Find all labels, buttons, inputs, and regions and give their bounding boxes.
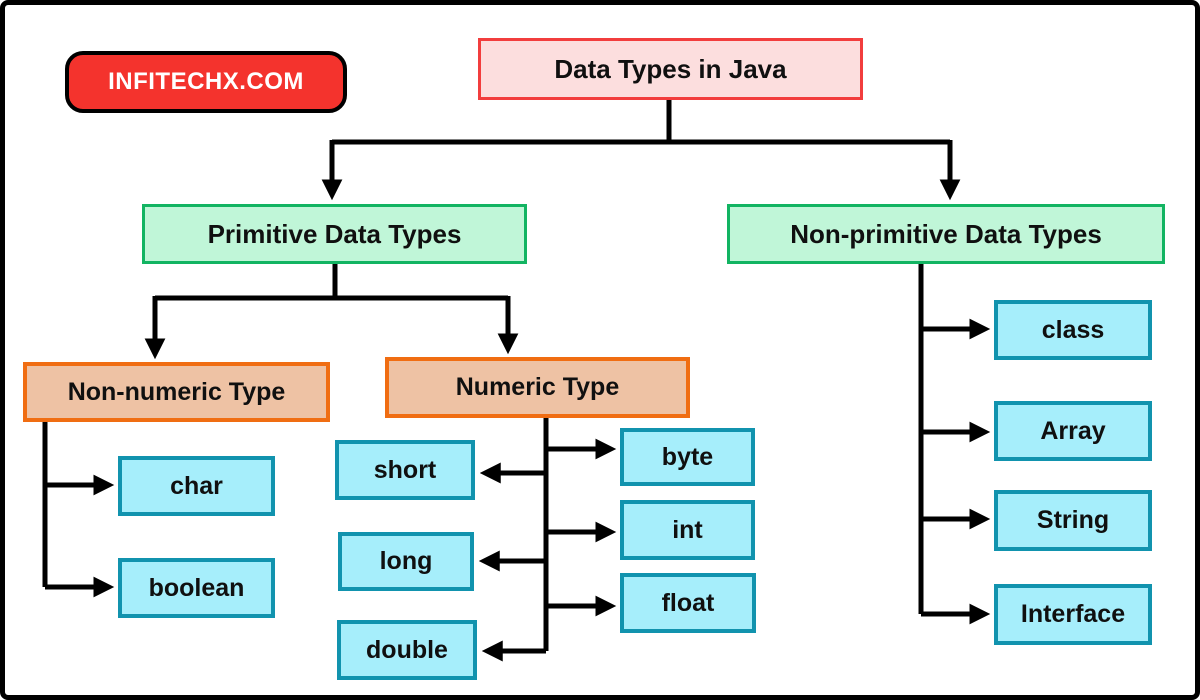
node-short: short bbox=[335, 440, 475, 500]
node-array: Array bbox=[994, 401, 1152, 461]
node-interface: Interface bbox=[994, 584, 1152, 645]
node-numeric-type: Numeric Type bbox=[385, 357, 690, 418]
node-byte: byte bbox=[620, 428, 755, 486]
node-non-numeric-type: Non-numeric Type bbox=[23, 362, 330, 422]
site-badge: INFITECHX.COM bbox=[65, 51, 347, 113]
node-long: long bbox=[338, 532, 474, 591]
node-char: char bbox=[118, 456, 275, 516]
node-string: String bbox=[994, 490, 1152, 551]
node-non-primitive-data-types: Non-primitive Data Types bbox=[727, 204, 1165, 264]
node-class: class bbox=[994, 300, 1152, 360]
node-float: float bbox=[620, 573, 756, 633]
node-boolean: boolean bbox=[118, 558, 275, 618]
node-double: double bbox=[337, 620, 477, 680]
node-int: int bbox=[620, 500, 755, 560]
node-primitive-data-types: Primitive Data Types bbox=[142, 204, 527, 264]
diagram-title: Data Types in Java bbox=[478, 38, 863, 100]
